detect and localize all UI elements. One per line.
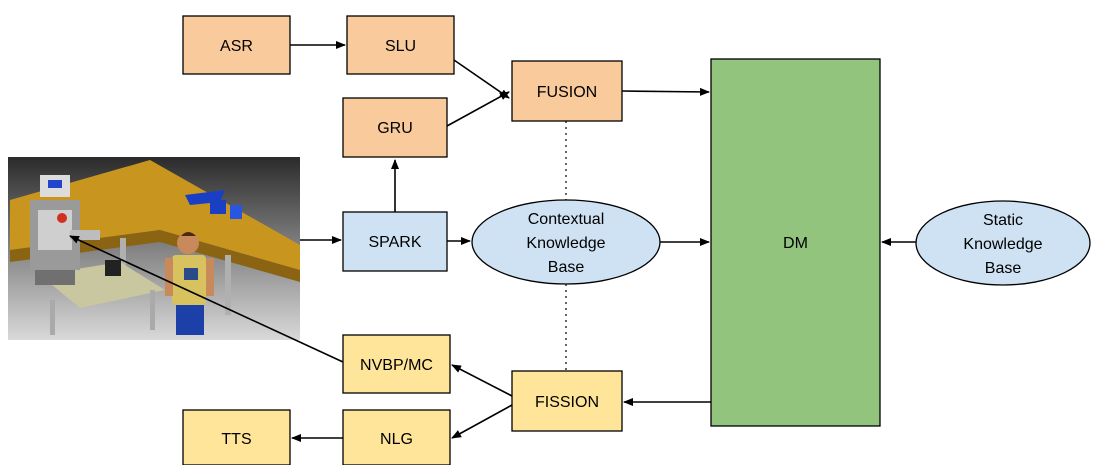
slu-box: SLU xyxy=(346,15,455,75)
tts-box: TTS xyxy=(182,409,291,465)
arrow-nvbp-robot xyxy=(69,235,344,363)
arrow-fission-nvbp xyxy=(451,364,513,397)
ckb-label-line2: Knowledge xyxy=(526,235,605,252)
arrow-gru-fusion xyxy=(446,91,510,127)
fission-label: FISSION xyxy=(535,394,599,411)
fusion-box: FUSION xyxy=(511,60,623,122)
robot-scene-image xyxy=(8,157,300,340)
fission-box: FISSION xyxy=(511,370,623,432)
arrow-slu-fusion xyxy=(453,59,510,99)
arrow-fission-nlg xyxy=(451,404,513,439)
spark-box: SPARK xyxy=(342,211,448,272)
contextual-knowledge-base: Contextual Knowledge Base xyxy=(471,199,661,285)
nlg-label: NLG xyxy=(380,431,413,448)
nvbp-mc-box: NVBP/MC xyxy=(342,334,451,394)
fusion-label: FUSION xyxy=(537,84,597,101)
dm-label: DM xyxy=(783,235,808,252)
spark-label: SPARK xyxy=(368,234,421,251)
skb-label-line1: Static xyxy=(983,212,1023,229)
gru-label: GRU xyxy=(377,120,413,137)
ckb-label-line1: Contextual xyxy=(528,211,605,228)
slu-label: SLU xyxy=(385,38,416,55)
gru-box: GRU xyxy=(342,97,448,158)
asr-box: ASR xyxy=(182,15,291,75)
tts-label: TTS xyxy=(221,431,251,448)
asr-label: ASR xyxy=(220,38,253,55)
ckb-label-line3: Base xyxy=(548,259,585,276)
skb-label-line2: Knowledge xyxy=(963,236,1042,253)
nlg-box: NLG xyxy=(342,409,451,465)
skb-label-line3: Base xyxy=(985,260,1022,277)
nvbp-mc-label: NVBP/MC xyxy=(360,357,433,374)
arrow-fusion-dm xyxy=(621,87,710,96)
dm-box: DM xyxy=(710,58,881,427)
static-knowledge-base: Static Knowledge Base xyxy=(915,200,1091,286)
